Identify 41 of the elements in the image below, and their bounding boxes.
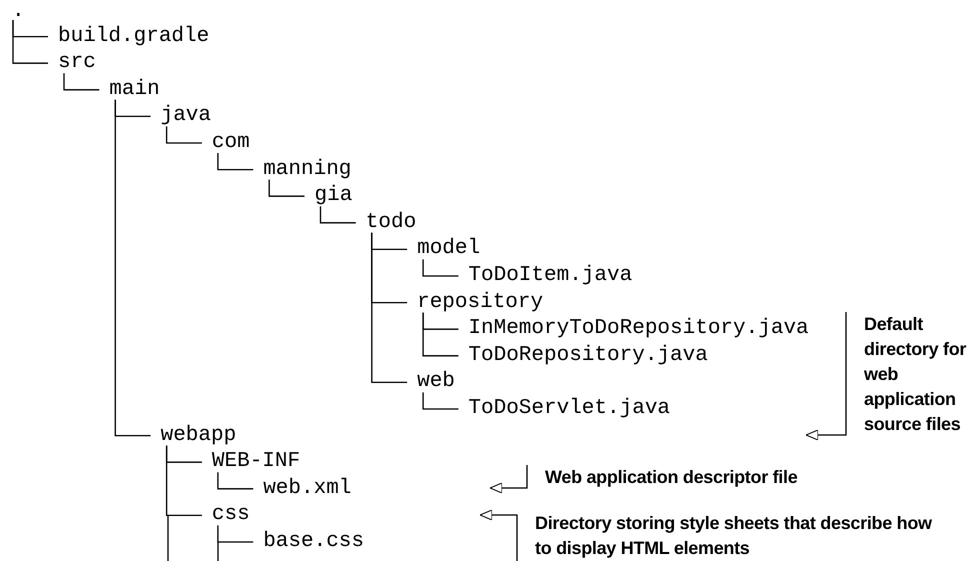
- tree-entry: .: [12, 0, 25, 24]
- tree-line: [166, 446, 202, 516]
- callout-arrow: [806, 312, 847, 440]
- tree-entry: WEB-INF: [212, 450, 300, 474]
- tree-entry: java: [160, 104, 212, 128]
- tree-entry: gia: [314, 184, 352, 208]
- tree-line: [217, 472, 254, 490]
- tree-entry: build.gradle: [58, 24, 210, 49]
- tree-entry: ToDoServlet.java: [468, 397, 670, 421]
- tree-entry: manning: [263, 158, 352, 182]
- callout-arrow: [490, 465, 528, 494]
- tree-line: [422, 259, 458, 277]
- tree-line: [12, 20, 48, 64]
- tree-entry: main: [109, 78, 160, 102]
- tree-entry: model: [417, 237, 480, 262]
- tree-entry: css: [212, 503, 250, 528]
- tree-entry: ToDoItem.java: [468, 264, 632, 288]
- tree-entry: web: [417, 370, 455, 394]
- tree-line: [217, 153, 254, 170]
- tree-line: [268, 180, 304, 197]
- tree-entry: src: [58, 51, 96, 76]
- tree-entry: InMemoryToDoRepository.java: [468, 317, 809, 342]
- tree-line: [166, 126, 202, 144]
- tree-line: [371, 232, 408, 384]
- tree-line: [320, 206, 356, 224]
- tree-entry: base.css: [263, 530, 364, 554]
- tree-entry: webapp: [160, 424, 236, 448]
- tree-entry: repository: [417, 290, 544, 315]
- tree-entry: com: [212, 131, 250, 155]
- tree-line: [217, 525, 254, 543]
- tree-line: [114, 100, 151, 436]
- tree-entry: web.xml: [263, 476, 352, 501]
- tree-line: [422, 392, 458, 410]
- callout-arrow: [480, 510, 518, 561]
- tree-entry: ToDoRepository.java: [468, 344, 708, 368]
- tree-line: [63, 73, 100, 90]
- annotation-text: Default directory for web application source files: [864, 313, 968, 436]
- annotation-text: Web application descriptor file: [545, 466, 798, 489]
- annotation-text: Directory storing style sheets that describe how to display HTML elements: [535, 512, 933, 560]
- tree-line: [422, 312, 458, 356]
- tree-entry: todo: [366, 210, 416, 235]
